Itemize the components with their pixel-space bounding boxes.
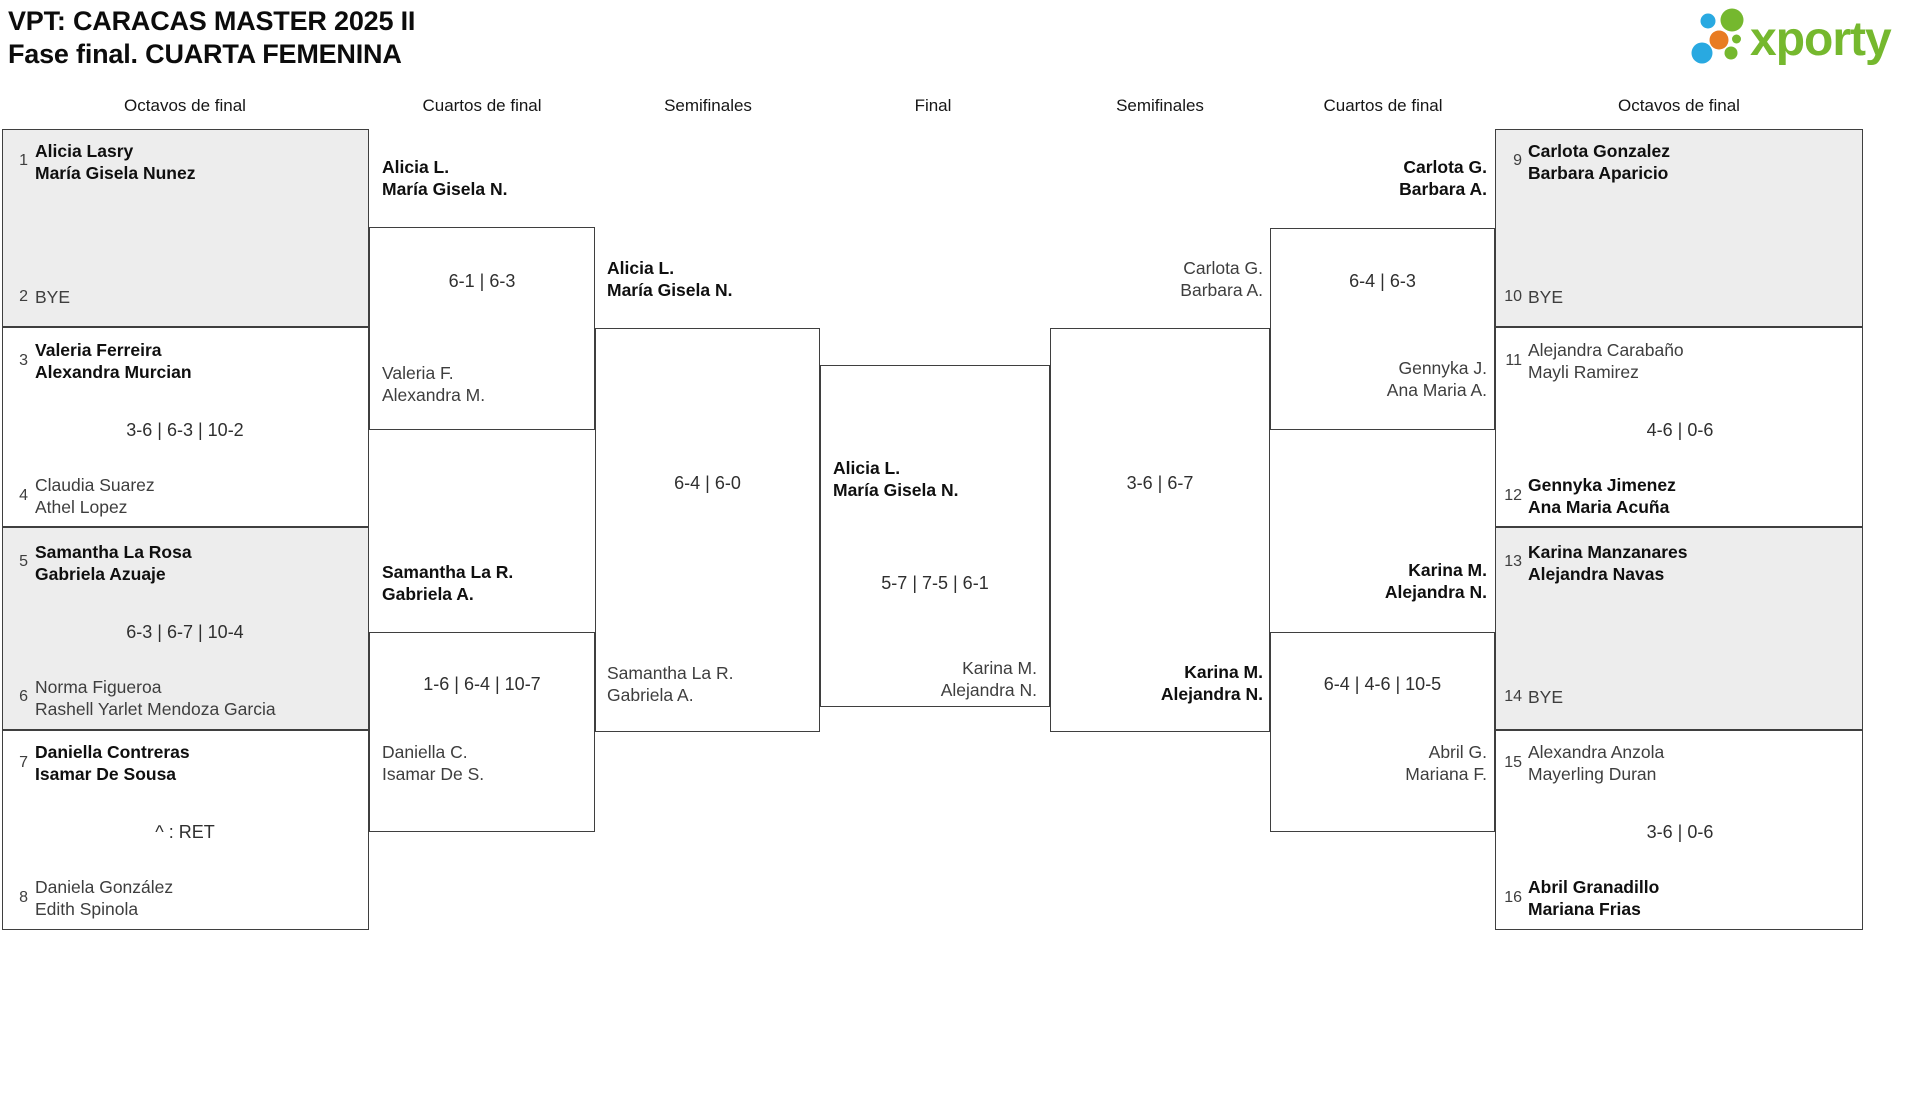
match-box-right-r16-3: [1495, 527, 1863, 730]
match-score: 3-6 | 6-3 | 10-2: [126, 420, 244, 440]
round-header-left-qf: Cuartos de final: [422, 96, 542, 115]
match-box-right-r16-2: [1495, 327, 1863, 527]
seed-number: 9: [1513, 152, 1522, 169]
team-name: BYE: [1528, 687, 1564, 707]
match-box-left-qf-1: [369, 227, 595, 430]
page-title: VPT: CARACAS MASTER 2025 II: [8, 6, 416, 36]
team-name: Gennyka J.Ana Maria A.: [1386, 358, 1487, 400]
team-name: Alicia L.María Gisela N.: [382, 157, 508, 199]
team-name: Carlota G.Barbara A.: [1180, 258, 1263, 300]
match-box-left-sf: [595, 328, 820, 732]
team-name: Karina M.Alejandra N.: [940, 658, 1037, 700]
seed-number: 12: [1504, 487, 1522, 504]
team-name: Daniella C.Isamar De S.: [382, 742, 485, 784]
match-score: 6-4 | 4-6 | 10-5: [1323, 674, 1442, 694]
seed-number: 13: [1504, 553, 1522, 570]
xporty-logo[interactable]: xporty: [1680, 0, 1920, 80]
match-score: 6-1 | 6-3: [448, 271, 516, 291]
match-box-left-r16-2: [2, 327, 369, 527]
round-header-left-sf: Semifinales: [664, 96, 752, 115]
match-box-right-qf-2: [1270, 632, 1495, 832]
match-box-right-r16-1: [1495, 129, 1863, 327]
match-score: 6-3 | 6-7 | 10-4: [126, 622, 244, 642]
seed-number: 6: [19, 688, 28, 705]
team-name: Alicia L.María Gisela N.: [833, 458, 959, 500]
seed-number: 3: [19, 352, 28, 369]
match-box-left-r16-3: [2, 527, 369, 730]
team-name: Karina M.Alejandra N.: [1160, 662, 1263, 704]
match-score: 5-7 | 7-5 | 6-1: [881, 573, 989, 593]
round-header-right-sf: Semifinales: [1116, 96, 1204, 115]
match-score: 1-6 | 6-4 | 10-7: [423, 674, 541, 694]
match-score: 3-6 | 6-7: [1126, 473, 1194, 493]
match-box-left-qf-2: [369, 632, 595, 832]
match-score: 6-4 | 6-0: [674, 473, 741, 493]
match-score: 6-4 | 6-3: [1349, 271, 1416, 291]
match-box-right-sf: [1050, 328, 1270, 732]
match-box-left-r16-1: [2, 129, 369, 327]
match-box-right-qf-1: [1270, 228, 1495, 430]
page-subtitle: Fase final. CUARTA FEMENINA: [8, 39, 402, 69]
round-header-final: Final: [914, 96, 952, 115]
team-name: Abril G.Mariana F.: [1405, 742, 1487, 784]
seed-number: 1: [19, 152, 28, 169]
match-score: ^ : RET: [155, 822, 215, 842]
team-name: Karina M.Alejandra N.: [1384, 560, 1487, 602]
match-score: 3-6 | 0-6: [1646, 822, 1714, 842]
team-name: BYE: [35, 287, 71, 307]
logo-wordmark: xporty: [1750, 13, 1892, 66]
seed-number: 8: [19, 889, 28, 906]
seed-number: 15: [1504, 754, 1522, 771]
seed-number: 14: [1504, 688, 1522, 705]
match-score: 4-6 | 0-6: [1646, 420, 1714, 440]
team-name: Carlota G.Barbara A.: [1399, 157, 1487, 199]
team-name: Valeria F.Alexandra M.: [382, 363, 486, 405]
round-header-right-qf: Cuartos de final: [1323, 96, 1443, 115]
logo-dots-icon: [1691, 8, 1744, 64]
team-name: Alicia L.María Gisela N.: [607, 258, 733, 300]
team-name: Samantha La R.Gabriela A.: [382, 562, 514, 604]
seed-number: 2: [19, 288, 28, 305]
team-name: BYE: [1528, 287, 1564, 307]
seed-number: 7: [19, 754, 28, 771]
match-box-final: [820, 365, 1050, 707]
match-box-left-r16-4: [2, 730, 369, 930]
seed-number: 16: [1504, 889, 1522, 906]
seed-number: 11: [1505, 352, 1522, 369]
round-header-left-r16: Octavos de final: [124, 96, 246, 115]
seed-number: 4: [19, 487, 28, 504]
seed-number: 10: [1504, 288, 1522, 305]
match-box-right-r16-4: [1495, 730, 1863, 930]
seed-number: 5: [19, 553, 28, 570]
team-name: Samantha La R.Gabriela A.: [607, 663, 734, 705]
round-header-right-r16: Octavos de final: [1618, 96, 1740, 115]
